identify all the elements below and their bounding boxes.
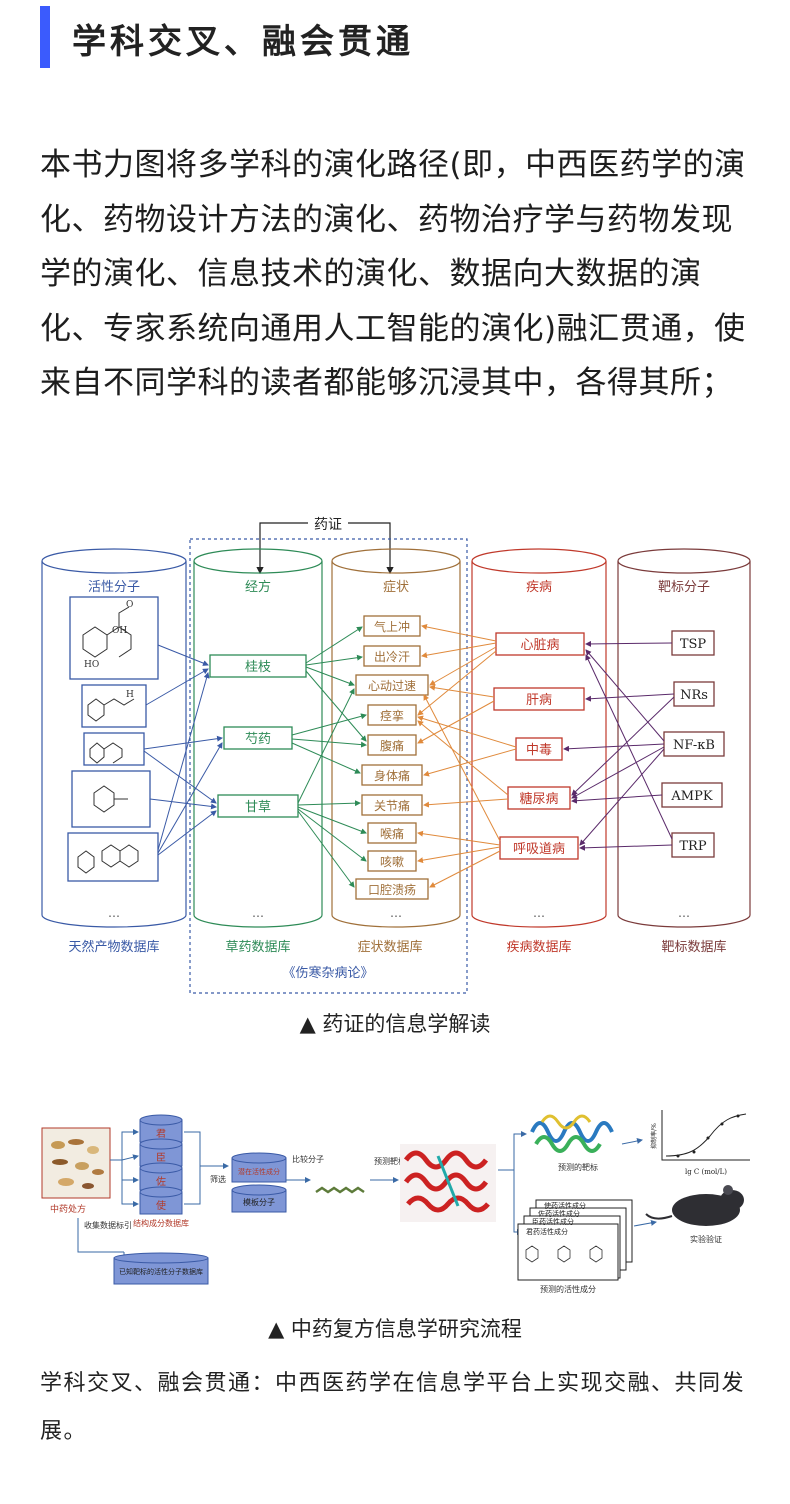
figure-tcm-informatics-workflow: 中药处方 君 臣 佐 使 结构成分数据库 筛选 潜在活性成分 模板分子 比较分子… xyxy=(41,1110,750,1294)
molecule-5 xyxy=(67,832,159,882)
protein-target-image xyxy=(530,1114,614,1153)
cylinder-active-molecules xyxy=(41,548,187,928)
experiment-label: 实验验证 xyxy=(690,1234,722,1244)
molecule-1: OH O HO xyxy=(69,596,159,680)
db-label-herb: 草药数据库 xyxy=(225,939,290,955)
symptom-5: 腹痛 xyxy=(380,738,404,753)
shi-label: 使 xyxy=(156,1199,166,1212)
herb-prescription-image xyxy=(41,1127,111,1199)
disease-5: 呼吸道病 xyxy=(513,842,565,857)
figure-drug-syndrome-network: 药证 活性分子 经方 症状 疾病 靶标分子 OH O HO H xyxy=(41,517,751,994)
zuo-label: 佐 xyxy=(156,1176,166,1188)
section-heading: 学科交叉、融会贯通 xyxy=(40,6,760,68)
section-title: 学科交叉、融会贯通 xyxy=(72,22,414,62)
column-title-formula: 经方 xyxy=(245,579,271,595)
db-label-target: 靶标数据库 xyxy=(661,939,726,955)
dose-response-chart xyxy=(661,1110,750,1161)
molecule-label-h: H xyxy=(126,690,134,700)
target-1: TSP xyxy=(680,637,707,652)
chart-ylabel: 抑制率/% xyxy=(650,1123,658,1149)
ellipsis-4: … xyxy=(533,906,545,920)
target-3: NF-κB xyxy=(673,738,715,753)
symptom-3: 心动过速 xyxy=(368,679,416,693)
ellipsis-2: … xyxy=(252,906,264,920)
formula-guizhi: 桂枝 xyxy=(245,660,271,675)
ellipsis-1: … xyxy=(108,906,120,920)
herb-database-stack xyxy=(139,1114,183,1215)
book-label: 《伤寒杂病论》 xyxy=(282,965,373,981)
column-title-active: 活性分子 xyxy=(88,580,140,595)
footer-paragraph: 学科交叉、融会贯通：中西医药学在信息学平台上实现交融、共同发展。 xyxy=(40,1371,746,1444)
target-2: NRs xyxy=(680,688,708,703)
db-label-disease: 疾病数据库 xyxy=(506,939,571,955)
screen-label: 筛选 xyxy=(210,1174,226,1184)
molecule-4 xyxy=(71,770,151,828)
zuo-active-label: 佐药活性成分 xyxy=(538,1209,580,1218)
template-label: 模板分子 xyxy=(243,1197,275,1207)
column-title-target: 靶标分子 xyxy=(658,580,710,595)
jun-active-label: 君药活性成分 xyxy=(526,1227,568,1236)
target-5: TRP xyxy=(679,839,706,854)
known-db-label: 已知靶标的活性分子数据库 xyxy=(119,1267,203,1276)
jun-label: 君 xyxy=(156,1128,166,1140)
shi-active-label: 使药活性成分 xyxy=(544,1201,586,1210)
symptom-4: 痉挛 xyxy=(380,708,404,723)
symptom-10: 口腔溃疡 xyxy=(368,882,416,897)
column-title-disease: 疾病 xyxy=(526,580,552,595)
docking-structure-image xyxy=(400,1144,496,1222)
ellipsis-5: … xyxy=(678,906,690,920)
molecule-3 xyxy=(83,732,145,766)
molecule-label-oh: OH xyxy=(112,626,127,636)
ligand-molecule xyxy=(315,1186,365,1194)
compare-label: 比较分子 xyxy=(292,1154,324,1164)
figure1-caption: ▲ 药证的信息学解读 xyxy=(299,1012,491,1036)
cylinder-symptoms xyxy=(331,548,461,928)
db-label-natural: 天然产物数据库 xyxy=(68,939,159,955)
formula-shaoyao: 芍药 xyxy=(245,731,271,747)
symptom-7: 关节痛 xyxy=(374,798,410,813)
heading-accent-bar xyxy=(40,6,50,68)
predicted-active-label: 预测的活性成分 xyxy=(540,1284,596,1294)
top-label: 药证 xyxy=(314,517,342,533)
disease-2: 肝病 xyxy=(526,693,552,708)
prescription-label: 中药处方 xyxy=(50,1203,86,1215)
disease-4: 糖尿病 xyxy=(519,791,558,807)
symptom-9: 咳嗽 xyxy=(380,855,404,869)
ellipsis-3: … xyxy=(390,906,402,920)
chen-label: 臣 xyxy=(156,1152,166,1164)
predict-target-label: 预测靶标 xyxy=(374,1156,406,1166)
db-label-symptom: 症状数据库 xyxy=(357,939,422,955)
collect-label: 收集数据标引 xyxy=(84,1220,132,1230)
mouse-image xyxy=(645,1185,744,1226)
intro-paragraph: 本书力图将多学科的演化路径(即，中西医药学的演化、药物设计方法的演化、药物治疗学… xyxy=(40,147,746,401)
disease-3: 中毒 xyxy=(526,743,552,758)
cylinder-diseases xyxy=(471,548,607,928)
predicted-targets-label: 预测的靶标 xyxy=(558,1162,598,1172)
formula-gancao: 甘草 xyxy=(245,800,271,815)
molecule-label-ho: HO xyxy=(84,660,99,670)
symptom-2: 出冷汗 xyxy=(374,650,410,664)
symptom-6: 身体痛 xyxy=(374,768,410,783)
potential-label: 潜在活性成分 xyxy=(238,1167,280,1176)
target-4: AMPK xyxy=(670,789,712,804)
molecule-label-o: O xyxy=(126,600,133,610)
figure2-caption: ▲ 中药复方信息学研究流程 xyxy=(268,1317,522,1341)
disease-1: 心脏病 xyxy=(520,638,559,653)
symptom-1: 气上冲 xyxy=(374,619,410,634)
column-title-symptom: 症状 xyxy=(383,580,409,595)
cylinder-formulas xyxy=(193,548,323,928)
cylinder-targets xyxy=(617,548,751,928)
chen-active-label: 臣药活性成分 xyxy=(532,1217,574,1226)
structure-db-label: 结构成分数据库 xyxy=(133,1218,189,1228)
molecule-2: H xyxy=(81,684,147,728)
symptom-8: 喉痛 xyxy=(380,826,404,841)
chart-xlabel: lg C (mol/L) xyxy=(685,1168,727,1176)
